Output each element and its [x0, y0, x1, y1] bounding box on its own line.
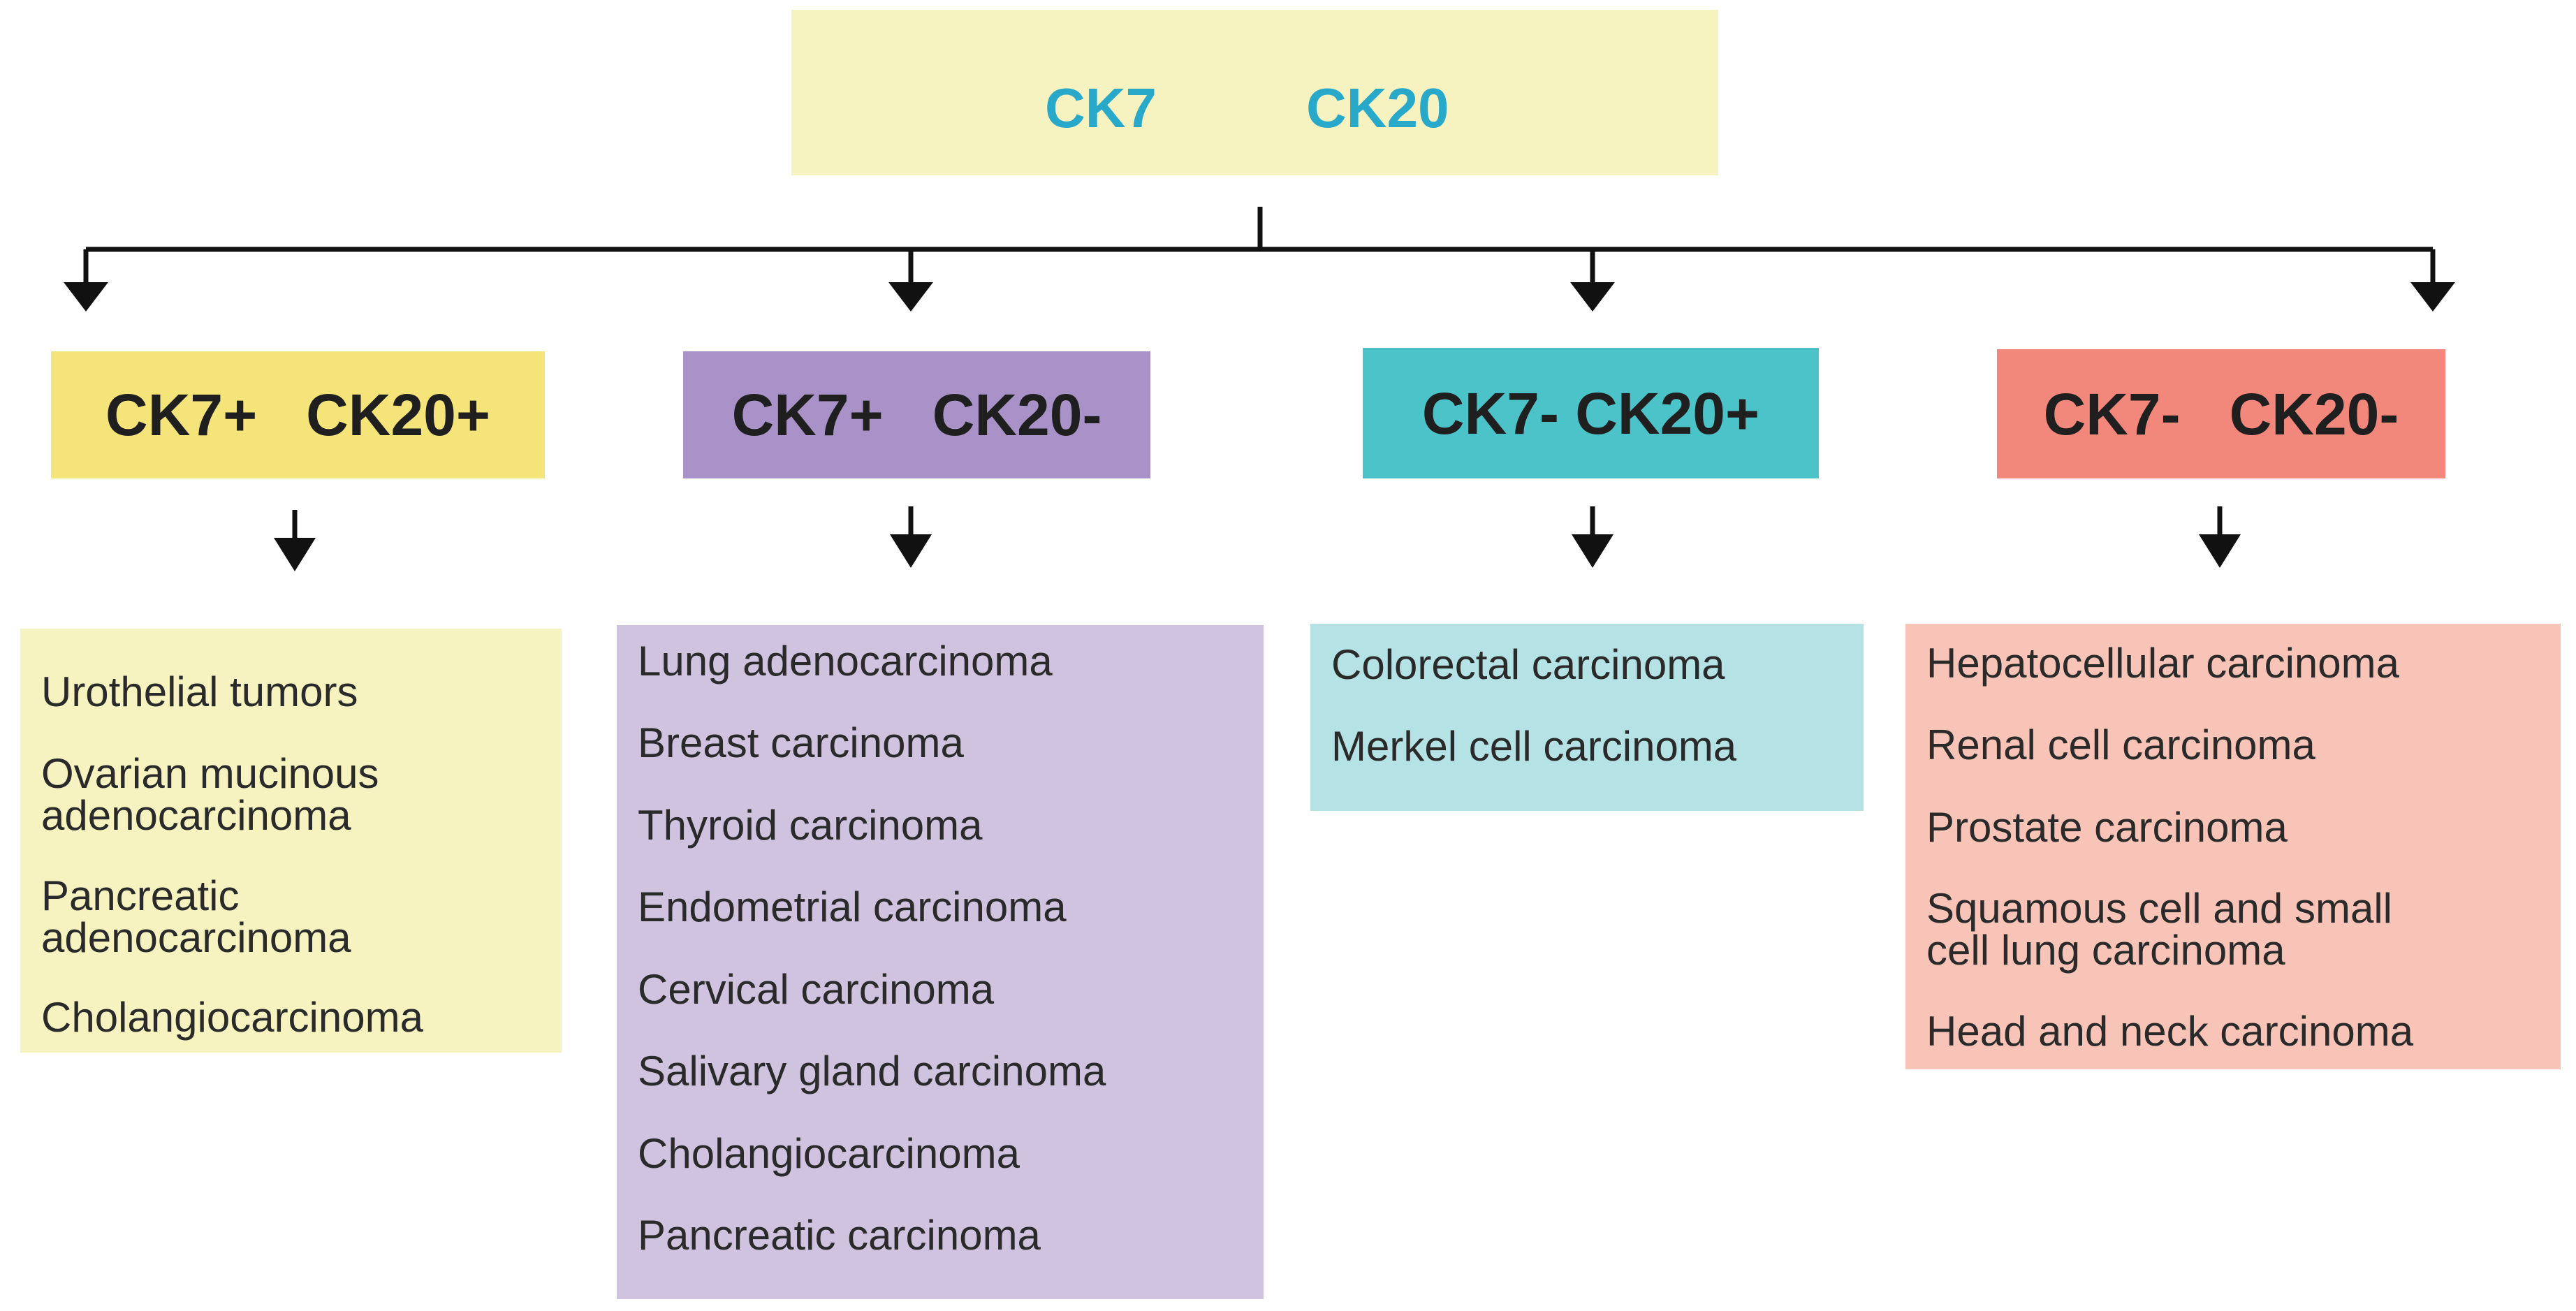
list-arrowhead-4	[2199, 534, 2241, 568]
list-item: Cervical carcinoma	[638, 966, 995, 1013]
category-box-ck7neg-ck20neg: CK7- CK20-	[1997, 349, 2445, 478]
arrowhead-2	[888, 282, 933, 312]
arrowhead-4	[2410, 282, 2455, 312]
list-item: Ovarian mucinous adenocarcinoma	[41, 750, 379, 839]
category-box-ck7neg-ck20pos: CK7- CK20+	[1363, 348, 1819, 478]
arrowhead-3	[1570, 282, 1615, 312]
list-item: Hepatocellular carcinoma	[1926, 640, 2399, 687]
list-item: Colorectal carcinoma	[1331, 641, 1725, 688]
root-label-ck20: CK20	[1306, 77, 1449, 139]
list-item: Cholangiocarcinoma	[41, 994, 423, 1041]
list-item: Head and neck carcinoma	[1926, 1008, 2414, 1055]
list-arrowhead-2	[890, 534, 932, 568]
list-box-ck7pos-ck20pos: Urothelial tumors Ovarian mucinous adeno…	[20, 629, 562, 1053]
category-box-ck7pos-ck20pos: CK7+ CK20+	[51, 351, 545, 478]
root-label-ck7: CK7	[1045, 77, 1157, 139]
list-item: Endometrial carcinoma	[638, 884, 1067, 930]
list-item: Pancreatic carcinoma	[638, 1212, 1041, 1259]
list-item: Renal cell carcinoma	[1926, 722, 2315, 768]
list-item: Breast carcinoma	[638, 719, 964, 766]
list-item: Pancreatic adenocarcinoma	[41, 872, 351, 961]
list-arrowhead-1	[274, 538, 316, 571]
arrowhead-1	[64, 282, 108, 312]
root-box: CK7 CK20	[791, 10, 1718, 175]
list-item: Urothelial tumors	[41, 668, 358, 715]
list-arrowhead-3	[1572, 534, 1613, 568]
category-box-ck7pos-ck20neg: CK7+ CK20-	[683, 351, 1150, 478]
list-item: Merkel cell carcinoma	[1331, 723, 1737, 770]
list-item: Cholangiocarcinoma	[638, 1130, 1020, 1177]
list-item: Thyroid carcinoma	[638, 802, 983, 849]
list-item: Prostate carcinoma	[1926, 804, 2288, 851]
list-item: Squamous cell and small cell lung carcin…	[1926, 885, 2393, 974]
list-box-ck7neg-ck20pos: Colorectal carcinoma Merkel cell carcino…	[1310, 624, 1864, 811]
list-box-ck7pos-ck20neg: Lung adenocarcinoma Breast carcinoma Thy…	[617, 625, 1264, 1299]
list-item: Salivary gland carcinoma	[638, 1048, 1106, 1094]
list-box-ck7neg-ck20neg: Hepatocellular carcinoma Renal cell carc…	[1905, 624, 2561, 1069]
list-item: Lung adenocarcinoma	[638, 638, 1053, 684]
